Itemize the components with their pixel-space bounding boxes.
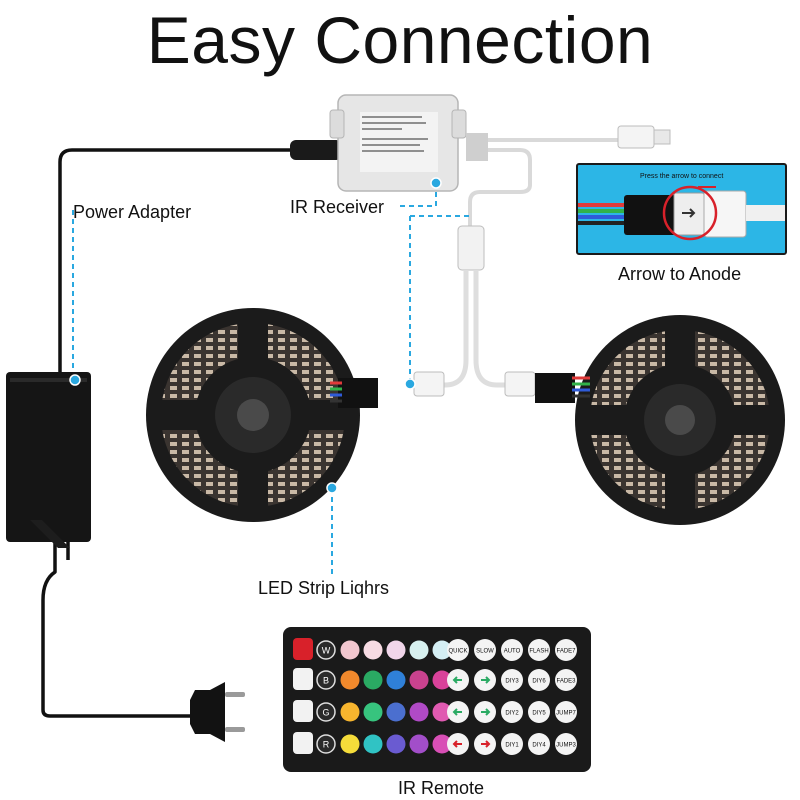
remote-function-label: FADE3: [556, 679, 576, 685]
remote-color-button: [363, 670, 383, 690]
remote-function-key: [501, 669, 523, 691]
receiver-output-wires: [468, 138, 620, 228]
remote-color-button: [340, 734, 360, 754]
power-adapter-marker: [69, 374, 81, 386]
remote-function-label: FADE7: [556, 649, 576, 655]
remote-function-label: DIY6: [532, 679, 546, 685]
remote-control-button: [293, 638, 313, 660]
remote-color-button: [409, 670, 429, 690]
remote-control-button: [293, 700, 313, 722]
remote-function-label: DIY4: [532, 743, 546, 749]
page-title: Easy Connection: [146, 3, 654, 77]
label-power-adapter: Power Adapter: [73, 202, 192, 222]
label-ir-receiver: IR Receiver: [290, 197, 385, 217]
remote-function-key: [501, 733, 523, 755]
connector-inset: Press the arrow to connect: [576, 163, 787, 255]
label-ir-remote: IR Remote: [398, 778, 485, 798]
remote-function-key: [528, 701, 550, 723]
inset-caption: Press the arrow to connect: [640, 173, 724, 180]
remote-function-label: DIY5: [532, 711, 546, 717]
remote-function-label: DIY1: [505, 743, 519, 749]
eu-plug: [190, 682, 245, 742]
remote-arrow-icon: [452, 708, 462, 716]
remote-function-key: [555, 733, 577, 755]
remote-function-key: [447, 639, 469, 661]
remote-control-button: [293, 668, 313, 690]
remote-color-button: [432, 670, 452, 690]
remote-arrow-icon: [452, 676, 462, 684]
remote-color-button: [409, 702, 429, 722]
guide-lines: [72, 183, 470, 578]
remote-function-label: SLOW: [476, 649, 494, 655]
remote-color-button: [432, 702, 452, 722]
power-wire: [41, 148, 290, 718]
remote-color-button: [363, 702, 383, 722]
remote-function-key: [555, 639, 577, 661]
led-reel-right: [535, 315, 785, 525]
remote-function-key: [555, 669, 577, 691]
remote-function-label: QUICK: [448, 649, 467, 655]
end-connector-top: [617, 125, 671, 149]
remote-color-button: [386, 670, 406, 690]
remote-control-button: [293, 732, 313, 754]
remote-color-button: [386, 734, 406, 754]
remote-color-button: [363, 640, 383, 660]
guide-markers: [326, 177, 442, 494]
remote-color-button: [409, 640, 429, 660]
remote-letter-label: B: [323, 676, 329, 686]
remote-function-label: JUMP7: [556, 711, 576, 717]
ir-receiver: [290, 94, 488, 192]
remote-color-button: [340, 640, 360, 660]
label-arrow-to-anode: Arrow to Anode: [618, 264, 742, 284]
y-splitter: [413, 225, 536, 397]
remote-color-button: [386, 702, 406, 722]
remote-color-button: [386, 640, 406, 660]
remote-function-label: DIY3: [505, 679, 519, 685]
remote-color-button: [363, 734, 383, 754]
remote-arrow-icon: [481, 740, 491, 748]
remote-function-key: [528, 669, 550, 691]
remote-letter-key: [316, 734, 336, 754]
remote-function-key: [501, 701, 523, 723]
remote-function-key: [501, 639, 523, 661]
remote-letter-label: R: [323, 740, 330, 750]
remote-letter-label: W: [322, 646, 331, 656]
remote-letter-key: [316, 640, 336, 660]
remote-letter-label: G: [322, 708, 329, 718]
remote-color-button: [340, 702, 360, 722]
remote-color-button: [432, 734, 452, 754]
remote-letter-key: [316, 702, 336, 722]
remote-color-button: [340, 670, 360, 690]
led-reel-left: [146, 308, 378, 522]
remote-letter-key: [316, 670, 336, 690]
remote-function-label: FLASH: [529, 649, 548, 655]
remote-color-button: [432, 640, 452, 660]
remote-function-key: [528, 639, 550, 661]
remote-function-label: JUMP3: [556, 743, 576, 749]
remote-arrow-icon: [452, 740, 462, 748]
remote-function-key: [555, 701, 577, 723]
remote-arrow-icon: [481, 676, 491, 684]
remote-function-label: AUTO: [504, 649, 521, 655]
remote-function-key: [474, 639, 496, 661]
remote-function-label: DIY2: [505, 711, 519, 717]
label-led-strip: LED Strip Liqhrs: [258, 578, 390, 598]
remote-function-key: [528, 733, 550, 755]
remote-color-button: [409, 734, 429, 754]
inset-illustration: [578, 185, 785, 241]
power-adapter: [6, 372, 91, 548]
remote-arrow-icon: [481, 708, 491, 716]
